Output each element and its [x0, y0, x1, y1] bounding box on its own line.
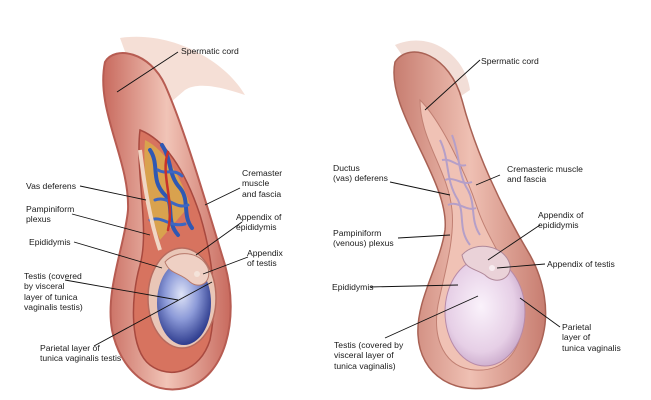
left-label-cremaster: Cremaster muscle and fascia — [242, 168, 283, 199]
right-label-cremasteric: Cremasteric muscle and fascia — [507, 164, 583, 185]
right-illustration — [393, 40, 547, 390]
right-label-appendix-epididymis: Appendix of epididymis — [538, 210, 584, 231]
left-label-testis: Testis (covered by visceral layer of tun… — [24, 271, 83, 313]
left-label-appendix-testis: Appendix of testis — [247, 248, 283, 269]
left-label-parietal: Parietal layer of tunica vaginalis testi… — [40, 343, 122, 364]
left-label-vas-deferens: Vas deferens — [26, 181, 77, 191]
left-label-pampiniform: Pampiniform plexus — [26, 204, 75, 225]
right-label-testis: Testis (covered by visceral layer of tun… — [334, 340, 404, 371]
left-illustration — [102, 36, 245, 391]
left-appendix-testis-mark — [194, 271, 200, 277]
left-epididymis — [164, 253, 210, 286]
right-label-epididymis: Epididymis — [332, 282, 374, 292]
right-appendix-testis-mark — [489, 265, 495, 271]
left-vas-deferens — [138, 149, 162, 251]
right-epididymis — [461, 245, 511, 281]
left-label-appendix-epididymis: Appendix of epididymis — [236, 212, 282, 233]
right-label-parietal: Parietal layer of tunica vaginalis — [562, 322, 621, 353]
right-pampiniform-veins — [439, 134, 481, 246]
right-label-pampiniform: Pampiniform (venous) plexus — [333, 228, 394, 249]
right-label-appendix-testis: Appendix of testis — [547, 259, 615, 269]
left-label-epididymis: Epididymis — [29, 237, 71, 247]
left-label-spermatic-cord: Spermatic cord — [181, 46, 239, 56]
right-label-spermatic-cord: Spermatic cord — [481, 56, 539, 66]
leader-lines — [64, 51, 561, 347]
right-label-ductus: Ductus (vas) deferens — [333, 163, 388, 184]
